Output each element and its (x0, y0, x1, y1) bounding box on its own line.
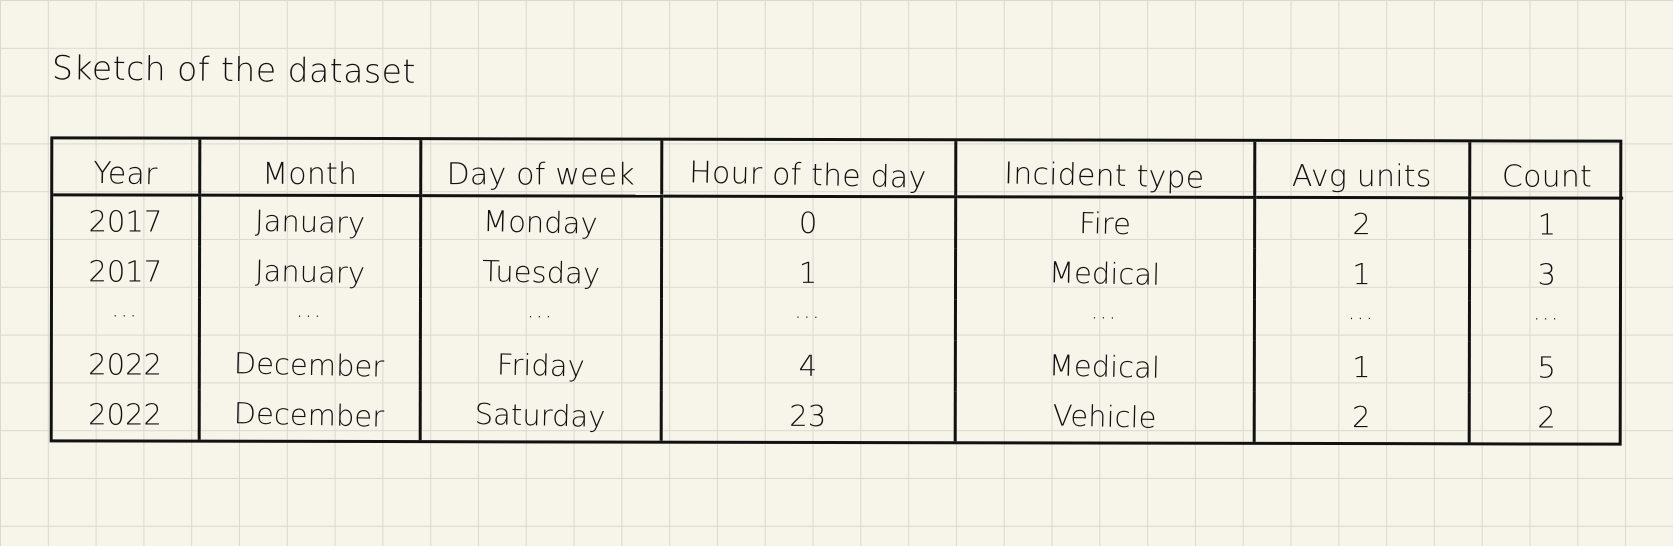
cell-text: 1 (1537, 207, 1557, 242)
cell-text: 3 (1537, 257, 1557, 292)
cell-text: 2022 (88, 347, 163, 382)
cell-avg-units: 1 (1253, 249, 1470, 300)
cell-incident-type: Medical (954, 248, 1255, 300)
cell-text: December (233, 345, 385, 384)
cell-day-of-week: Monday (420, 195, 662, 248)
column-header-hour-of-day: Hour of the day (661, 140, 956, 197)
table-row: 2022 December Friday 4 Medical 1 5 (53, 339, 1623, 393)
cell-avg-units: 2 (1253, 391, 1469, 443)
header-label: Avg units (1291, 158, 1432, 195)
cell-text: 2022 (88, 397, 162, 432)
cell-text: January (254, 203, 365, 241)
cell-incident-type: Medical (954, 340, 1254, 392)
header-label: Hour of the day (689, 155, 928, 196)
table-header: Year Month Day of week Hour of the day I… (53, 139, 1624, 199)
cell-text: 1 (1352, 349, 1371, 384)
cell-text: 2017 (88, 204, 163, 239)
cell-day-of-week: Saturday (419, 389, 661, 441)
cell-text: 2017 (88, 254, 163, 290)
cell-hour: 23 (660, 390, 955, 442)
column-header-incident-type: Incident type (955, 141, 1255, 198)
cell-count: 5 (1468, 341, 1623, 393)
cell-text: ... (526, 297, 554, 323)
cell-incident-type: ... (954, 298, 1254, 342)
cell-text: 1 (1352, 257, 1371, 292)
cell-month: January (199, 195, 421, 248)
cell-text: 1 (798, 256, 818, 291)
cell-text: ... (1533, 300, 1561, 326)
cell-hour: 1 (660, 247, 956, 299)
column-header-avg-units: Avg units (1254, 141, 1470, 198)
cell-incident-type: Vehicle (954, 390, 1254, 442)
header-label: Year (92, 155, 159, 193)
column-header-year: Year (53, 139, 200, 196)
page-title: Sketch of the dataset (51, 48, 417, 91)
cell-text: January (254, 254, 365, 291)
table-body: 2017 January Monday 0 Fire 2 1 2017 Janu… (53, 195, 1624, 443)
header-label: Incident type (1004, 156, 1206, 196)
cell-month: December (198, 339, 420, 390)
cell-text: Tuesday (481, 254, 600, 292)
cell-text: ... (295, 297, 323, 323)
header-row: Year Month Day of week Hour of the day I… (53, 139, 1624, 199)
cell-hour: 4 (660, 340, 955, 391)
cell-month: December (198, 389, 420, 441)
cell-text: 4 (798, 348, 818, 383)
cell-text: ... (1347, 299, 1375, 325)
cell-year: 2017 (53, 195, 199, 247)
dataset-table-frame: Year Month Day of week Hour of the day I… (49, 136, 1624, 446)
cell-text: Saturday (474, 396, 606, 434)
cell-text: 23 (789, 398, 827, 433)
cell-text: ... (794, 298, 822, 324)
header-label: Month (262, 156, 358, 192)
cell-text: 2 (1351, 399, 1371, 434)
header-label: Day of week (446, 157, 635, 193)
table-row-ellipsis: ... ... ... ... ... ... ... (53, 297, 1623, 343)
table-row: 2017 January Monday 0 Fire 2 1 (53, 195, 1624, 250)
cell-count: ... (1468, 299, 1623, 343)
cell-count: 1 (1469, 197, 1624, 250)
cell-text: ... (1090, 299, 1118, 325)
cell-avg-units: 2 (1254, 197, 1470, 250)
cell-hour: ... (660, 298, 955, 341)
cell-day-of-week: ... (419, 297, 661, 341)
header-label: Count (1501, 159, 1593, 195)
cell-text: Monday (483, 204, 599, 241)
column-header-count: Count (1469, 142, 1624, 199)
cell-year: 2022 (53, 389, 199, 440)
cell-text: 5 (1537, 350, 1556, 385)
table-row: 2017 January Tuesday 1 Medical 1 3 (53, 246, 1624, 301)
column-header-day-of-week: Day of week (420, 140, 662, 197)
cell-text: December (233, 396, 385, 434)
cell-avg-units: 1 (1253, 341, 1469, 393)
cell-year: ... (53, 297, 199, 339)
cell-count: 2 (1468, 392, 1623, 443)
cell-text: Friday (496, 346, 585, 383)
cell-count: 3 (1468, 249, 1624, 301)
cell-incident-type: Fire (955, 196, 1255, 250)
cell-year: 2017 (53, 247, 199, 298)
cell-text: Fire (1078, 206, 1131, 242)
cell-text: Medical (1048, 255, 1161, 293)
cell-text: ... (111, 297, 139, 323)
cell-month: ... (198, 297, 420, 340)
cell-avg-units: ... (1253, 299, 1469, 342)
column-header-month: Month (199, 139, 421, 196)
cell-text: 0 (798, 206, 818, 241)
cell-hour: 0 (661, 196, 956, 249)
table-row: 2022 December Saturday 23 Vehicle 2 2 (53, 389, 1623, 443)
cell-text: 2 (1352, 207, 1371, 242)
cell-day-of-week: Friday (419, 339, 661, 391)
cell-text: 2 (1537, 400, 1556, 435)
dataset-table: Year Month Day of week Hour of the day I… (53, 139, 1624, 443)
cell-text: Vehicle (1052, 398, 1157, 435)
cell-year: 2022 (53, 339, 199, 390)
cell-month: January (198, 246, 421, 298)
cell-text: Medical (1048, 347, 1161, 385)
cell-day-of-week: Tuesday (419, 247, 662, 299)
